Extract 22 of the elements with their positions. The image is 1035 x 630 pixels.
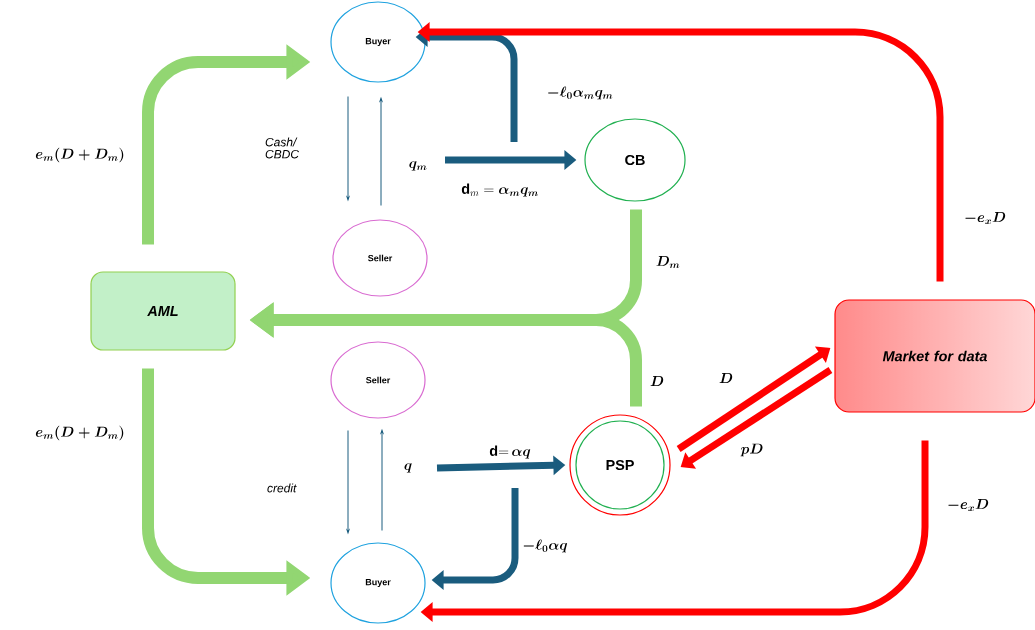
edge-label: $\boldsymbol{q}$ (404, 463, 412, 473)
edge-label: $\boldsymbol{-e_x D}$ (965, 212, 1006, 225)
edge-label: $\boldsymbol{pD}$ (740, 443, 763, 457)
thin-arrow (346, 96, 350, 201)
thin-arrow (379, 97, 383, 206)
edge-label: $\boldsymbol{-\ell_0 \alpha q}$ (523, 539, 568, 553)
aml-box: AML (90, 271, 236, 351)
edge-label: $\boldsymbol{D_m}$ (656, 256, 680, 269)
thin-arrow (380, 429, 384, 531)
edge-label: $\boldsymbol{e_m(D+D_m)}$ (35, 147, 124, 163)
edge-label: credit (267, 483, 297, 493)
market-box: Market for data (834, 299, 1035, 413)
edge-label: $\boldsymbol{q_m}$ (409, 161, 427, 171)
edge-label: $\boldsymbol{-e_x D}$ (948, 499, 989, 512)
edge-label: $\boldsymbol{e_m(D+D_m)}$ (35, 425, 124, 441)
edge-label: $\boldsymbol{D}$ (719, 373, 733, 383)
edge-label: $\boldsymbol{D}$ (650, 376, 664, 386)
edge-label: $\boldsymbol{-\ell_0 \alpha_m q_m}$ (548, 86, 613, 100)
edge-label: $\mathbf{d}_{m} = \boldsymbol{\alpha_m q_m}$ (461, 183, 538, 197)
thin-arrow (346, 430, 350, 534)
edge-label: Cash/ CBDC (265, 137, 300, 159)
edge-label: $\mathbf{d}{=}\,\boldsymbol{\alpha q}$ (489, 445, 531, 459)
